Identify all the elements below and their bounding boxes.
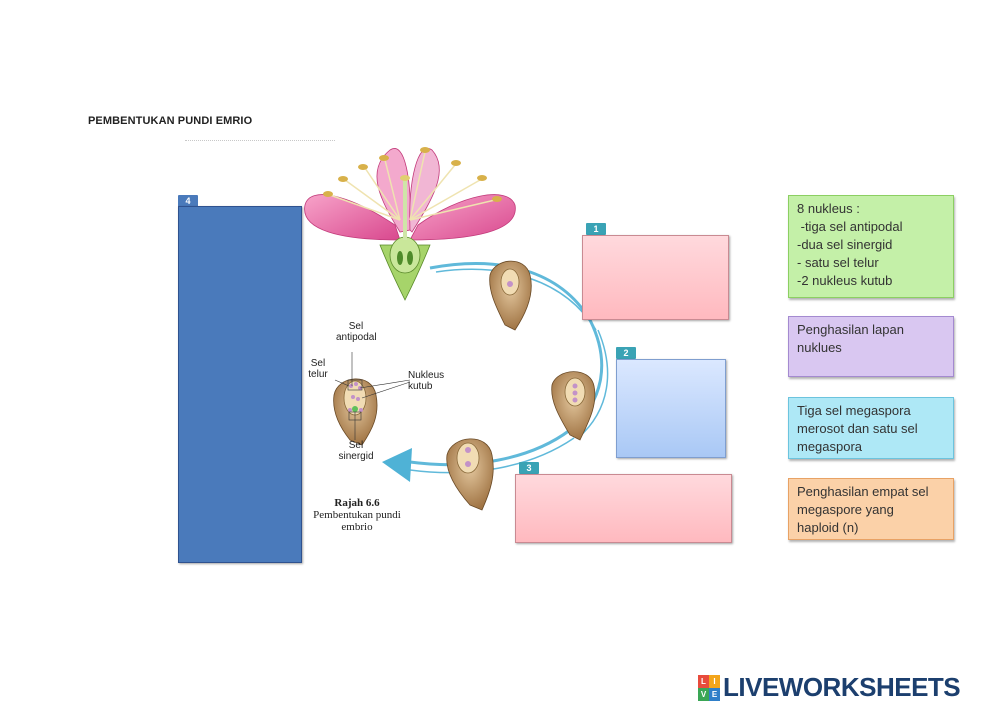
label-sel-antipodal: Sel antipodal <box>336 321 377 343</box>
drop-zone-4-number: 4 <box>178 195 198 207</box>
label-line: sinergid <box>338 451 374 462</box>
badge-letter: E <box>709 687 720 701</box>
label-line: Nukleus <box>408 370 445 381</box>
card-line: haploid (n) <box>797 520 859 535</box>
drop-zone-3[interactable] <box>515 474 732 543</box>
drop-zone-2[interactable] <box>616 359 726 458</box>
badge-letter: I <box>709 674 720 688</box>
label-nukleus-kutub: Nukleus kutub <box>408 370 450 392</box>
cycle-arrowhead <box>382 448 412 482</box>
card-line: -dua sel sinergid <box>797 237 893 252</box>
faint-subtitle-line <box>185 140 335 146</box>
caption-line: Rajah 6.6 <box>334 497 380 509</box>
card-line: merosot dan satu sel <box>797 421 918 436</box>
card-line: nuklues <box>797 340 842 355</box>
figure-caption: Rajah 6.6 Pembentukan pundi embrio <box>312 497 402 533</box>
flower-illustration <box>304 147 516 301</box>
label-sel-sinergid: Sel sinergid <box>334 440 378 462</box>
badge-letter: L <box>698 674 709 688</box>
answer-card-megaspore-degenerate[interactable]: Tiga sel megaspora merosot dan satu sel … <box>788 397 954 459</box>
liveworksheets-logo: L I V E LIVEWORKSHEETS <box>698 672 961 703</box>
card-line: Tiga sel megaspora <box>797 403 911 418</box>
drop-zone-3-number: 3 <box>519 462 539 474</box>
label-line: Sel <box>348 440 364 451</box>
card-line: 8 nukleus : <box>797 201 860 216</box>
drop-zone-1[interactable] <box>582 235 729 320</box>
logo-badge-icon: L I V E <box>698 674 720 701</box>
card-line: megaspore yang <box>797 502 894 517</box>
label-line: antipodal <box>336 332 377 343</box>
badge-letter: V <box>698 687 709 701</box>
card-line: - satu sel telur <box>797 255 879 270</box>
card-line: Penghasilan empat sel <box>797 484 929 499</box>
card-line: -tiga sel antipodal <box>797 219 903 234</box>
drop-zone-1-number: 1 <box>586 223 606 235</box>
label-line: telur <box>308 369 328 380</box>
ovule-mature-embryo-sac <box>333 352 411 446</box>
card-line: megaspora <box>797 439 863 454</box>
drop-zone-2-number: 2 <box>616 347 636 359</box>
answer-card-eight-nuclei-production[interactable]: Penghasilan lapan nuklues <box>788 316 954 377</box>
answer-card-four-megaspores[interactable]: Penghasilan empat sel megaspore yang hap… <box>788 478 954 540</box>
ovule-stage-3 <box>446 438 494 511</box>
ovule-stage-2 <box>551 371 596 441</box>
label-line: kutub <box>408 381 433 392</box>
card-line: Penghasilan lapan <box>797 322 904 337</box>
page-title: PEMBENTUKAN PUNDI EMRIO <box>88 115 253 127</box>
caption-line: Pembentukan pundi <box>313 509 401 521</box>
caption-line: embrio <box>341 521 373 533</box>
drop-zone-4[interactable] <box>178 206 302 563</box>
label-line: Sel <box>310 358 326 369</box>
label-line: Sel <box>348 321 364 332</box>
card-line: -2 nukleus kutub <box>797 273 893 288</box>
answer-card-eight-nuclei[interactable]: 8 nukleus : -tiga sel antipodal -dua sel… <box>788 195 954 298</box>
ovule-stage-1 <box>489 260 532 331</box>
logo-text: LIVEWORKSHEETS <box>723 672 961 702</box>
label-sel-telur: Sel telur <box>304 358 332 380</box>
